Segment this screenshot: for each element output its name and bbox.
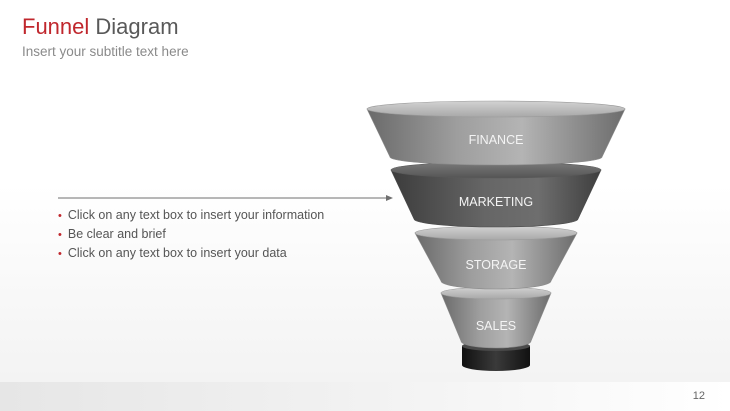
funnel-stage-sales[interactable]: SALES	[440, 286, 552, 349]
arrow-head-icon	[386, 195, 393, 201]
bullet-item[interactable]: • Click on any text box to insert your da…	[58, 244, 324, 263]
bullet-dot-icon: •	[58, 248, 62, 260]
page-number: 12	[692, 390, 705, 402]
bullet-dot-icon: •	[58, 210, 62, 222]
stage-label-marketing: MARKETING	[459, 195, 533, 209]
bullet-text: Be clear and brief	[67, 227, 166, 241]
bullet-item[interactable]: • Be clear and brief	[58, 225, 324, 244]
bullet-item[interactable]: • Click on any text box to insert your in…	[58, 206, 324, 225]
bullet-dot-icon: •	[58, 229, 62, 241]
bullet-text: Click on any text box to insert your dat…	[67, 246, 287, 260]
bullet-text: Click on any text box to insert your inf…	[67, 208, 325, 222]
title-accent: Funnel	[22, 14, 90, 39]
page-subtitle: Insert your subtitle text here	[22, 44, 189, 59]
title-rest: Diagram	[89, 14, 179, 39]
page-title: Funnel Diagram	[22, 14, 179, 40]
footer-bar	[0, 382, 730, 411]
bullet-list[interactable]: • Click on any text box to insert your in…	[58, 206, 324, 263]
stage-label-storage: STORAGE	[466, 258, 527, 272]
funnel-stage-marketing[interactable]: MARKETING	[390, 161, 602, 228]
stage-label-sales: SALES	[476, 319, 516, 333]
stage-label-finance: FINANCE	[469, 133, 524, 147]
funnel-stage-finance[interactable]: FINANCE	[366, 100, 626, 166]
funnel-stage-storage[interactable]: STORAGE	[414, 225, 578, 290]
